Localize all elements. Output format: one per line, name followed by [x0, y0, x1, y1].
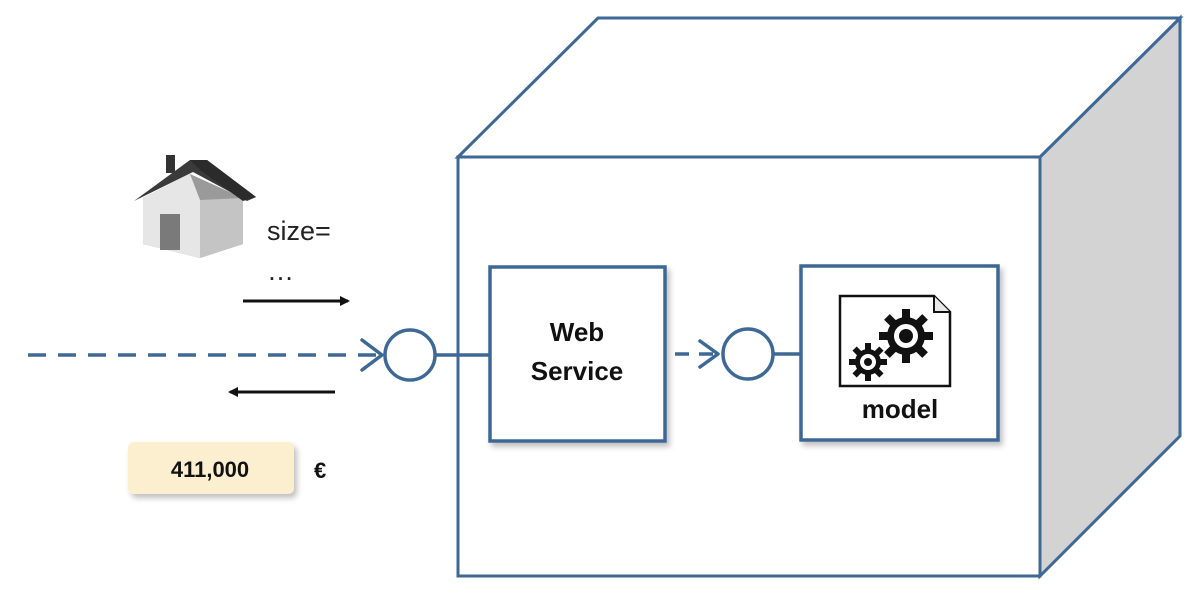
web-service-label-line1: Web [550, 317, 604, 347]
gears-document-icon [838, 294, 952, 388]
model-label: model [862, 394, 939, 424]
price-box [128, 442, 294, 494]
web-service-box [488, 265, 667, 443]
input-text-size: size= [267, 216, 331, 246]
house-icon [134, 155, 256, 258]
interface-port-web-service [383, 328, 437, 382]
internal-connection [675, 339, 720, 369]
price-value: 411,000 [171, 457, 249, 482]
input-text-ellipsis: … [267, 256, 294, 286]
interface-port-model [721, 327, 775, 381]
web-service-label-line2: Service [531, 356, 624, 386]
currency-symbol: € [314, 458, 326, 483]
incoming-connection [28, 338, 384, 372]
